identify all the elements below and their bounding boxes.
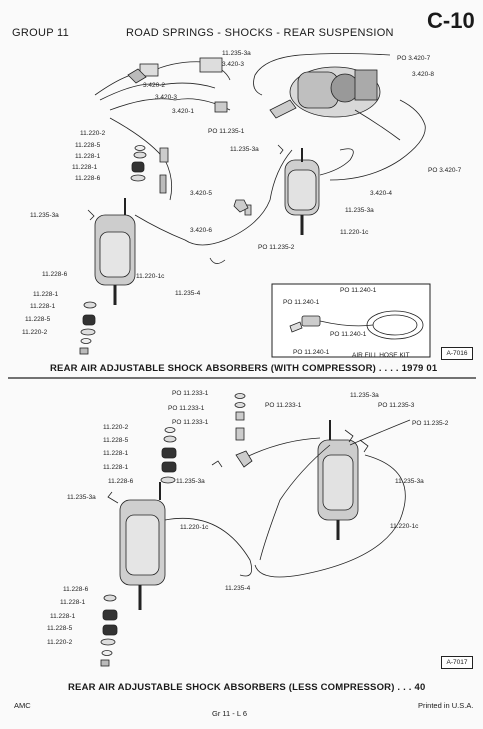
part-label: 11.235-3a: [350, 392, 379, 399]
part-label: 11.235-4: [225, 585, 251, 592]
footer-center: Gr 11 - L 6: [212, 709, 248, 718]
part-label: 11.228-1: [75, 153, 101, 160]
part-label: 11.235-3a: [222, 50, 251, 57]
part-label: 11.228-1: [72, 164, 98, 171]
part-label: 11.228-6: [75, 175, 101, 182]
part-label: 11.235-3a: [395, 478, 424, 485]
part-label: PO 11.235-2: [258, 244, 295, 251]
part-label: 11.235-3a: [230, 146, 259, 153]
part-label: 11.235-3a: [345, 207, 374, 214]
part-label: 11.220-1c: [390, 523, 419, 530]
page-code: C-10: [427, 8, 475, 33]
part-label: 11.220-2: [103, 424, 129, 431]
part-label: 11.228-1: [30, 303, 56, 310]
part-label: PO 11.235-2: [412, 420, 449, 427]
part-label: 11.228-5: [103, 437, 129, 444]
part-label: 11.220-1c: [340, 229, 369, 236]
part-label: 11.228-6: [63, 586, 89, 593]
part-label: PO 11.233-1: [265, 402, 302, 409]
part-label: 11.228-1: [103, 464, 129, 471]
part-label: 11.228-1: [103, 450, 129, 457]
part-label: 11.228-6: [108, 478, 134, 485]
part-label: 3.420-4: [370, 190, 393, 197]
part-label: 11.228-5: [75, 142, 101, 149]
part-label: 11.220-1c: [136, 273, 165, 280]
part-label: 3.420-1: [172, 108, 195, 115]
part-label: 11.235-3a: [176, 478, 205, 485]
section-caption: REAR AIR ADJUSTABLE SHOCK ABSORBERS (WIT…: [50, 363, 438, 374]
part-label: PO 11.235-3: [378, 402, 415, 409]
part-label: 11.235-4: [175, 290, 201, 297]
part-label: 3.420-5: [190, 190, 213, 197]
part-label: 3.420-3: [155, 94, 178, 101]
part-label: PO 3.420-7: [428, 167, 462, 174]
part-label: 11.220-2: [22, 329, 48, 336]
part-label: 11.228-1: [50, 613, 76, 620]
part-label: 3.420-3: [222, 61, 245, 68]
part-label: 11.235-3a: [67, 494, 96, 501]
part-label: 11.235-3a: [30, 212, 59, 219]
part-label: 11.228-1: [60, 599, 86, 606]
part-label: 3.420-8: [412, 71, 435, 78]
group-label: GROUP 11: [12, 27, 70, 39]
part-label: 11.220-2: [47, 639, 73, 646]
footer-left: AMC: [14, 701, 31, 710]
part-label: 3.420-6: [190, 227, 213, 234]
section-caption: REAR AIR ADJUSTABLE SHOCK ABSORBERS (LES…: [68, 682, 426, 693]
part-label: 11.220-2: [80, 130, 106, 137]
footer-right: Printed in U.S.A.: [418, 701, 474, 710]
inset-label: PO 11.240-1: [293, 349, 330, 356]
part-label: 11.228-6: [42, 271, 68, 278]
part-label: 11.228-5: [47, 625, 73, 632]
part-label: 3.420-2: [143, 82, 166, 89]
inset-label: PO 11.240-1: [340, 287, 377, 294]
figure-id: A-7017: [441, 656, 473, 669]
part-label: 11.220-1c: [180, 524, 209, 531]
part-label: PO 11.233-1: [172, 419, 209, 426]
part-label: 11.228-1: [33, 291, 59, 298]
part-label: PO 11.233-1: [172, 390, 209, 397]
page-title: ROAD SPRINGS - SHOCKS - REAR SUSPENSION: [126, 27, 394, 39]
part-label: 11.228-5: [25, 316, 51, 323]
part-label: PO 11.233-1: [168, 405, 205, 412]
part-label: PO 11.235-1: [208, 128, 245, 135]
figure-id: A-7016: [441, 347, 473, 360]
inset-label: PO 11.240-1: [283, 299, 320, 306]
inset-caption: AIR FILL HOSE KIT: [352, 352, 410, 359]
inset-label: PO 11.240-1: [330, 331, 367, 338]
part-label: PO 3.420-7: [397, 55, 431, 62]
